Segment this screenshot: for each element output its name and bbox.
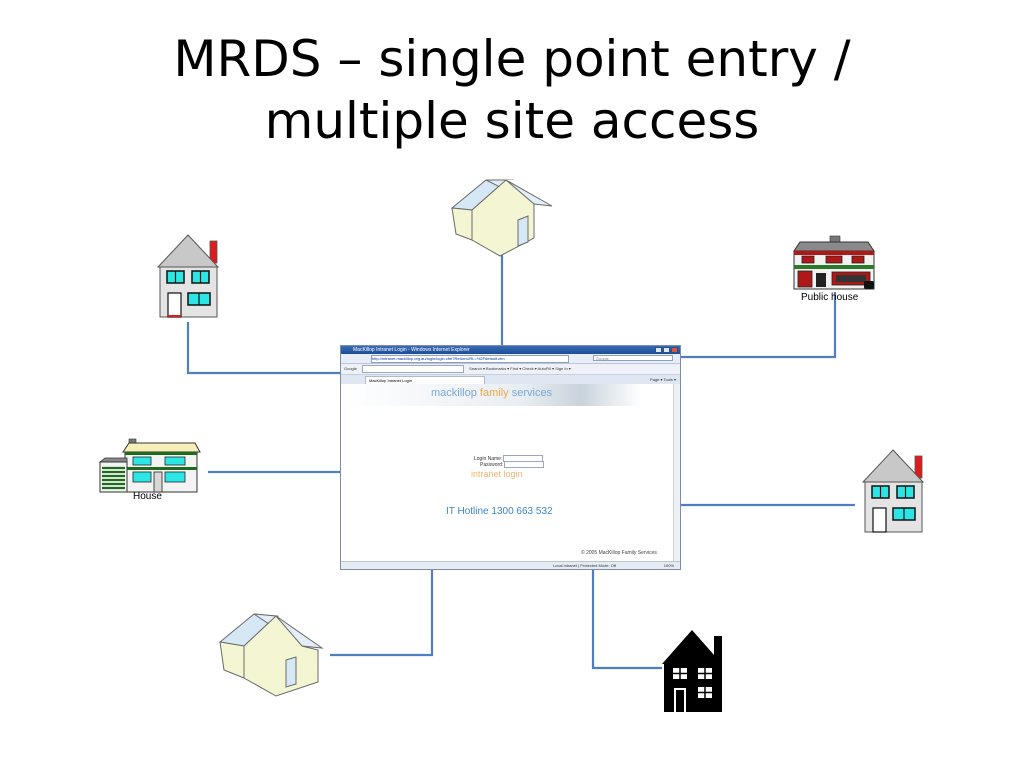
copyright-text: © 2005 MacKillop Family Services xyxy=(581,550,657,556)
it-hotline-text: IT Hotline 1300 663 532 xyxy=(446,506,553,517)
slide-title-line-1: MRDS – single point entry / xyxy=(173,30,851,88)
google-toolbar-items: Search ▾ Bookmarks ▾ Find ▾ Check ▾ Auto… xyxy=(469,366,571,371)
page-banner xyxy=(341,384,641,406)
connector-bottom-right xyxy=(591,570,662,670)
browser-address-bar: http://intranet.mackillop.org.au/login/l… xyxy=(341,354,680,364)
public-house-icon xyxy=(793,235,875,290)
minimize-icon xyxy=(655,347,662,353)
google-toolbar-logo: Google xyxy=(344,366,357,371)
maximize-icon xyxy=(663,347,670,353)
black-house-icon xyxy=(662,630,722,712)
browser-tab: MacKillop Intranet Login xyxy=(365,376,485,384)
public-house-label: Public house xyxy=(801,292,859,303)
browser-tab-tools: Page ▾ Tools ▾ xyxy=(650,377,676,382)
slide-title: MRDS – single point entry / multiple sit… xyxy=(0,28,1024,152)
pale-house-top-icon xyxy=(450,179,553,257)
grey-house-top-left-icon xyxy=(156,234,220,318)
browser-titlebar: MacKillop Intranet Login - Windows Inter… xyxy=(341,346,680,354)
close-icon xyxy=(671,347,678,353)
browser-window-title: MacKillop Intranet Login - Windows Inter… xyxy=(353,347,470,353)
google-toolbar-input xyxy=(362,364,465,373)
password-row: Password: xyxy=(480,461,545,468)
browser-window-screenshot: MacKillop Intranet Login - Windows Inter… xyxy=(340,345,681,570)
house-label: House xyxy=(133,491,162,502)
slide-title-line-2: multiple site access xyxy=(264,92,760,150)
connector-top-left xyxy=(186,322,340,375)
grey-house-right-icon xyxy=(861,449,925,533)
google-toolbar: Google Search ▾ Bookmarks ▾ Find ▾ Check… xyxy=(341,364,680,375)
intranet-login-heading: intranet login xyxy=(471,469,523,479)
browser-search-box: Google xyxy=(593,355,673,361)
brand-part-1: mackillop xyxy=(431,387,477,399)
brand-part-2: family xyxy=(479,387,509,399)
brand-logo: mackillop family services xyxy=(431,387,552,399)
pale-house-bottom-left-icon xyxy=(218,613,324,697)
status-zoom: 100% xyxy=(663,563,674,568)
house-with-garage-icon xyxy=(99,438,201,493)
status-zone: Local intranet | Protected Mode: Off xyxy=(553,563,616,568)
browser-status-bar: Local intranet | Protected Mode: Off 100… xyxy=(341,561,680,569)
login-name-label: Login Name: xyxy=(474,455,503,462)
browser-page-content: mackillop family services Login Name: Pa… xyxy=(341,384,674,564)
brand-part-3: services xyxy=(511,387,553,399)
connector-top-right xyxy=(681,292,837,359)
window-controls xyxy=(655,347,678,353)
password-label: Password: xyxy=(480,461,504,468)
connector-bottom-left xyxy=(330,570,434,657)
address-url: http://intranet.mackillop.org.au/login/l… xyxy=(371,355,569,363)
browser-scrollbar xyxy=(673,384,680,564)
password-field xyxy=(504,461,545,468)
